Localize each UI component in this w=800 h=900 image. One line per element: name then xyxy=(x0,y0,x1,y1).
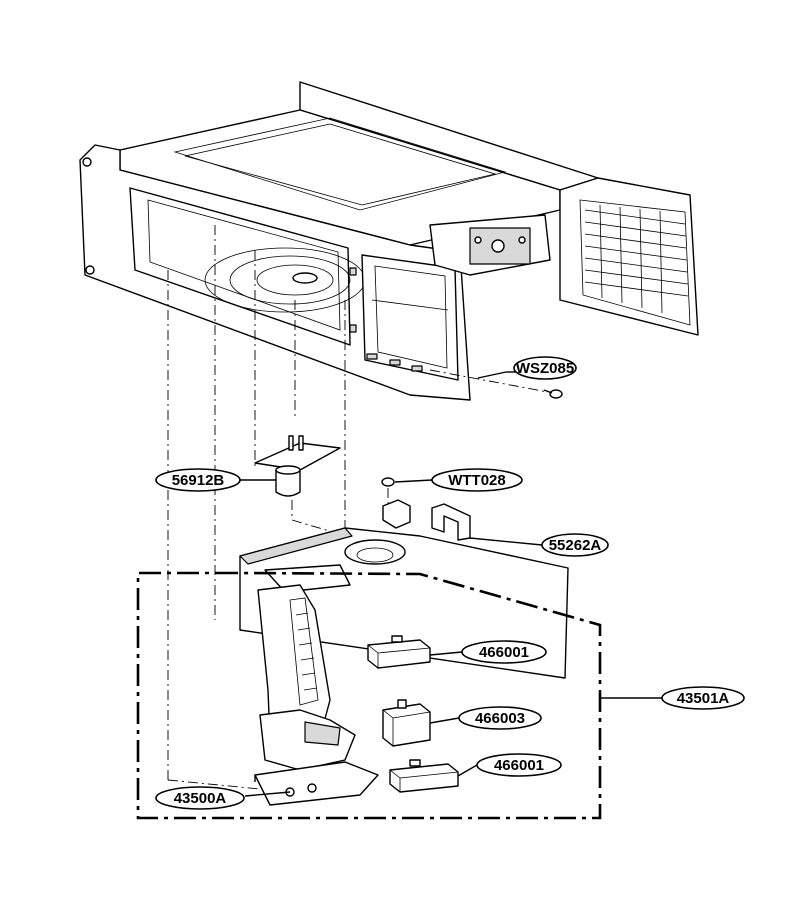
switch-466003 xyxy=(382,699,431,747)
switch-466001-upper xyxy=(367,635,431,669)
guide-lines xyxy=(167,225,549,791)
svg-text:43500A: 43500A xyxy=(174,790,227,807)
label-43500a: 43500A xyxy=(155,786,245,810)
screw-wtt028 xyxy=(381,477,395,487)
label-466003: 466003 xyxy=(458,706,542,730)
label-56912b: 56912B xyxy=(155,468,241,492)
assembly-boundary xyxy=(136,571,602,820)
svg-text:56912B: 56912B xyxy=(172,472,225,489)
screw-wsz085 xyxy=(543,389,563,399)
label-466001-upper: 466001 xyxy=(461,640,547,664)
label-466001-lower: 466001 xyxy=(476,753,562,777)
svg-text:466001: 466001 xyxy=(479,644,529,661)
leader-lines xyxy=(240,371,662,797)
svg-text:WTT028: WTT028 xyxy=(448,472,506,489)
svg-text:466003: 466003 xyxy=(475,710,525,727)
label-55262a: 55262A xyxy=(541,533,609,557)
label-wtt028: WTT028 xyxy=(431,468,523,492)
switch-466001-lower xyxy=(389,759,459,793)
label-43501a: 43501A xyxy=(661,686,745,710)
component-56912b xyxy=(254,435,341,497)
svg-text:466001: 466001 xyxy=(494,757,544,774)
microwave-cavity xyxy=(79,81,699,401)
svg-text:43501A: 43501A xyxy=(677,690,730,707)
label-wsz085: WSZ085 xyxy=(513,356,577,380)
bracket-55262a xyxy=(382,499,471,541)
svg-text:55262A: 55262A xyxy=(549,537,602,554)
latch-assembly xyxy=(239,527,569,806)
svg-text:WSZ085: WSZ085 xyxy=(516,360,574,377)
